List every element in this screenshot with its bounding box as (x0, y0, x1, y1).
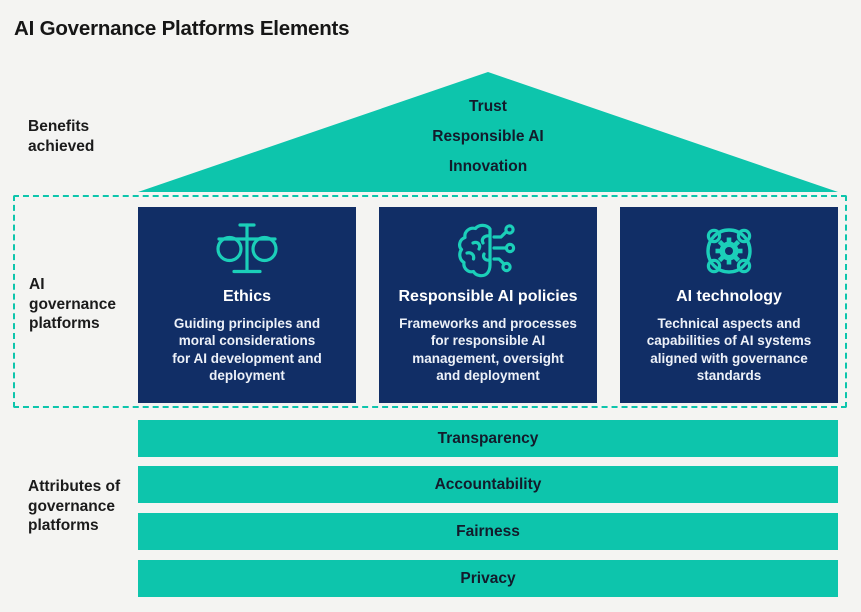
page-title: AI Governance Platforms Elements (14, 16, 350, 40)
roof-line-trust: Trust (469, 98, 507, 115)
attribute-bar-transparency: Transparency (138, 420, 838, 457)
governance-platforms-dashed-frame (13, 195, 847, 408)
pillar-description: Frameworks and processes for responsible… (399, 316, 577, 383)
attribute-bar-privacy: Privacy (138, 560, 838, 597)
gear-network-icon (706, 228, 752, 274)
brain-circuit-icon (458, 223, 516, 278)
pillar-description: Technical aspects and capabilities of AI… (646, 316, 812, 383)
pillar-card-responsible-ai-policies: Responsible AI policies Frameworks and p… (379, 207, 597, 403)
scales-icon (216, 223, 278, 274)
pillar-title: Ethics (222, 288, 271, 305)
attributes-of-governance-platforms-label: Attributes of governance platforms (28, 478, 121, 534)
roof-line-responsible-ai: Responsible AI (432, 128, 544, 145)
attribute-bar-accountability: Accountability (138, 466, 838, 503)
pillar-card-ethics: Ethics Guiding principles and moral cons… (138, 207, 356, 403)
pillar-card-ai-technology: AI technology Technical aspects and capa… (620, 207, 838, 403)
pillar-description: Guiding principles and moral considerati… (172, 316, 322, 383)
attribute-bar-fairness: Fairness (138, 513, 838, 550)
benefits-achieved-label: Benefits achieved (28, 118, 95, 155)
roof-triangle: Trust Responsible AI Innovation (138, 72, 838, 192)
ai-governance-platforms-label: AI governance platforms (29, 276, 117, 332)
roof-line-innovation: Innovation (448, 158, 528, 175)
pillar-title: Responsible AI policies (398, 288, 578, 305)
pillar-title: AI technology (676, 288, 782, 305)
